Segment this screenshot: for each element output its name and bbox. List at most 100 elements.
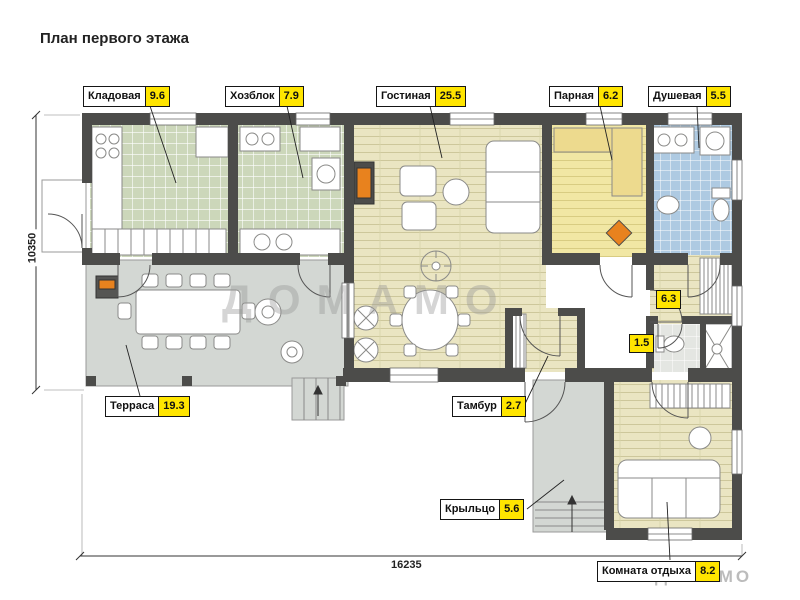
coffee-table — [442, 178, 470, 206]
terrace-post — [336, 376, 346, 386]
room-area: 5.5 — [705, 87, 730, 106]
toilet-tank — [711, 187, 731, 199]
leader-storage — [149, 105, 177, 184]
leader-vestibule — [523, 355, 549, 407]
sink-bowl — [657, 133, 671, 147]
furniture — [91, 126, 733, 519]
wall-midtop — [152, 253, 300, 265]
dining-chair — [389, 313, 403, 327]
leader-terrace — [125, 344, 141, 397]
room-name: Душевая — [653, 90, 702, 102]
dim-ticks — [75, 551, 747, 561]
terrace-chair — [141, 273, 159, 288]
fireplace — [356, 167, 372, 199]
sauna-stove — [605, 219, 633, 247]
page-title: План первого этажа — [40, 30, 189, 47]
armchair — [401, 201, 437, 231]
stove-burner — [108, 133, 120, 145]
terrace-chair — [241, 302, 256, 320]
kitchen-counter — [91, 126, 123, 238]
arrow-up-icon — [313, 384, 323, 395]
toilet-tank — [655, 335, 665, 353]
sink-bowl — [275, 233, 293, 251]
area-label-hall: 6.3 — [656, 290, 682, 310]
wall-top — [82, 113, 742, 125]
dimension-horizontal: 16235 — [388, 559, 425, 571]
dining-chair — [403, 285, 417, 299]
room-area: 7.9 — [278, 87, 303, 106]
utility-cabinet — [299, 126, 341, 152]
dining-table — [401, 289, 459, 351]
restroom-sofa — [617, 459, 721, 519]
doors — [47, 213, 721, 423]
sauna-bench-tier — [611, 127, 643, 197]
wall-vestibule-top — [505, 308, 522, 316]
door-living-vestibule — [519, 315, 561, 357]
room-name: Комната отдыха — [602, 565, 692, 577]
door-storage-terrace — [117, 264, 151, 298]
terrace-chair — [213, 273, 231, 288]
wall-left-upper — [82, 113, 92, 183]
toilet-bowl — [712, 198, 730, 222]
room-name: Терраса — [110, 400, 155, 412]
dining-chair — [403, 343, 417, 357]
shower-drain — [711, 343, 723, 355]
terrace-post — [86, 376, 96, 386]
door-wc — [657, 323, 683, 349]
extension-lines-bottom — [81, 394, 743, 556]
wall-living-hall — [646, 255, 654, 290]
fridge — [195, 126, 229, 158]
terrace-chair — [165, 273, 183, 288]
dining-chair — [445, 285, 459, 299]
dining-chair — [445, 343, 459, 357]
room-label-sauna: Парная 6.2 — [549, 86, 624, 107]
wall-main-bottom — [688, 368, 742, 382]
sliding-door — [341, 282, 348, 339]
storage-shelving — [91, 228, 227, 256]
room-label-shower: Душевая 5.5 — [648, 86, 731, 107]
side-table — [688, 426, 712, 450]
sink-bowl — [674, 133, 688, 147]
door-hall-restroom — [651, 381, 689, 419]
wall-living-sauna — [542, 123, 552, 265]
room-label-vestibule: Тамбур 2.7 — [452, 396, 527, 417]
room-label-restroom: Комната отдыха 8.2 — [597, 561, 721, 582]
room-name: Гостиная — [381, 90, 431, 102]
room-label-living: Гостиная 25.5 — [376, 86, 467, 107]
terrace-table — [135, 289, 241, 335]
fan-blades — [421, 251, 451, 281]
dimension-vertical: 10350 — [26, 229, 39, 267]
terrace-chair — [189, 273, 207, 288]
sofa — [485, 140, 541, 234]
hob — [261, 132, 275, 146]
room-name: Хозблок — [230, 90, 275, 102]
room-label-terrace: Терраса 19.3 — [105, 396, 190, 417]
plant — [261, 305, 275, 319]
sink-bowl — [253, 233, 271, 251]
wall-right — [732, 113, 742, 540]
dimension-lines — [31, 110, 747, 561]
water-heater-drum — [705, 131, 725, 151]
room-label-porch: Крыльцо 5.6 — [440, 499, 525, 520]
wall-living-terrace — [344, 253, 354, 283]
wall-utility-living — [344, 123, 354, 265]
room-area: 19.3 — [158, 397, 189, 416]
terrace-chair — [189, 335, 207, 350]
sofa-cushions — [618, 477, 720, 518]
ceiling-fan-hub — [431, 261, 441, 271]
toilet-bowl — [663, 335, 685, 353]
stove-burner — [108, 147, 120, 159]
door-shower — [687, 264, 721, 298]
wall-hall-wc — [646, 316, 658, 324]
wall-vestibule-left — [505, 308, 513, 382]
wall-sauna-bottom — [552, 253, 600, 265]
wall-shower-bottom — [720, 253, 742, 265]
leader-living — [429, 105, 443, 159]
wall-midtop — [82, 253, 120, 265]
sliding-door — [348, 282, 355, 339]
room-area: 8.2 — [695, 562, 720, 581]
wall-storage-utility — [228, 123, 238, 255]
walls — [82, 113, 742, 540]
